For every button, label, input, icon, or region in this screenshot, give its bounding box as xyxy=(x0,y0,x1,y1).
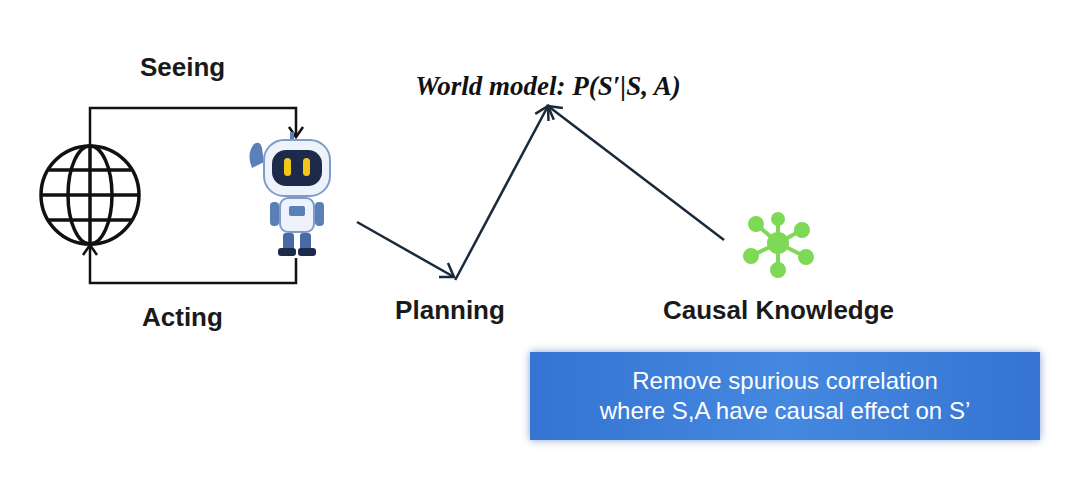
connector-arrow xyxy=(548,106,724,240)
globe-parallel xyxy=(49,168,131,172)
acting-loop xyxy=(83,245,296,283)
robot-eye xyxy=(284,158,291,176)
connector-line xyxy=(455,106,548,280)
robot-panel xyxy=(289,206,305,216)
planning-node: Planning xyxy=(385,280,515,326)
arrow-head xyxy=(535,106,548,121)
globe-parallel xyxy=(49,218,131,222)
loop-label: Seeing xyxy=(140,52,225,83)
arrow-head xyxy=(439,263,454,277)
robot-visor xyxy=(272,150,322,186)
loop-line xyxy=(90,246,296,283)
arrow-line xyxy=(357,222,454,277)
node-text: World model: P(S′|S, A) xyxy=(368,71,728,102)
arrow-head xyxy=(83,245,97,255)
network-node xyxy=(773,214,783,224)
network-node xyxy=(750,218,762,230)
model-heading: World model: P(S′|S, A) xyxy=(368,66,728,106)
loop-label: Acting xyxy=(142,302,223,333)
robot-arm xyxy=(315,202,324,226)
node-text: Remove spurious correlation where S,A ha… xyxy=(597,366,973,426)
node-text: Causal Knowledge xyxy=(645,295,912,326)
leader-arrow xyxy=(357,222,454,277)
network-icon xyxy=(745,214,812,276)
robot-icon xyxy=(249,132,330,256)
connector-arrow xyxy=(455,106,548,280)
connector-line xyxy=(548,106,724,240)
globe-icon xyxy=(41,146,139,244)
network-hub xyxy=(769,234,787,252)
robot-foot xyxy=(278,248,296,256)
robot-eye xyxy=(303,158,310,176)
loop-line xyxy=(90,108,296,146)
network-node xyxy=(745,250,757,262)
arrow-head xyxy=(548,106,563,120)
globe-outline xyxy=(41,146,139,244)
network-node xyxy=(800,251,812,263)
robot-hand xyxy=(249,143,264,168)
robot-head xyxy=(264,140,330,196)
globe-parallel xyxy=(41,193,139,197)
node-text: Planning xyxy=(385,295,515,326)
network-node xyxy=(796,224,808,236)
robot-arm xyxy=(270,202,279,226)
network-node xyxy=(772,264,784,276)
seeing-loop xyxy=(90,108,303,146)
callout-box: Remove spurious correlation where S,A ha… xyxy=(530,352,1040,440)
causal-knowledge-node: Causal Knowledge xyxy=(645,240,912,326)
robot-body xyxy=(280,198,314,232)
robot-foot xyxy=(298,248,316,256)
